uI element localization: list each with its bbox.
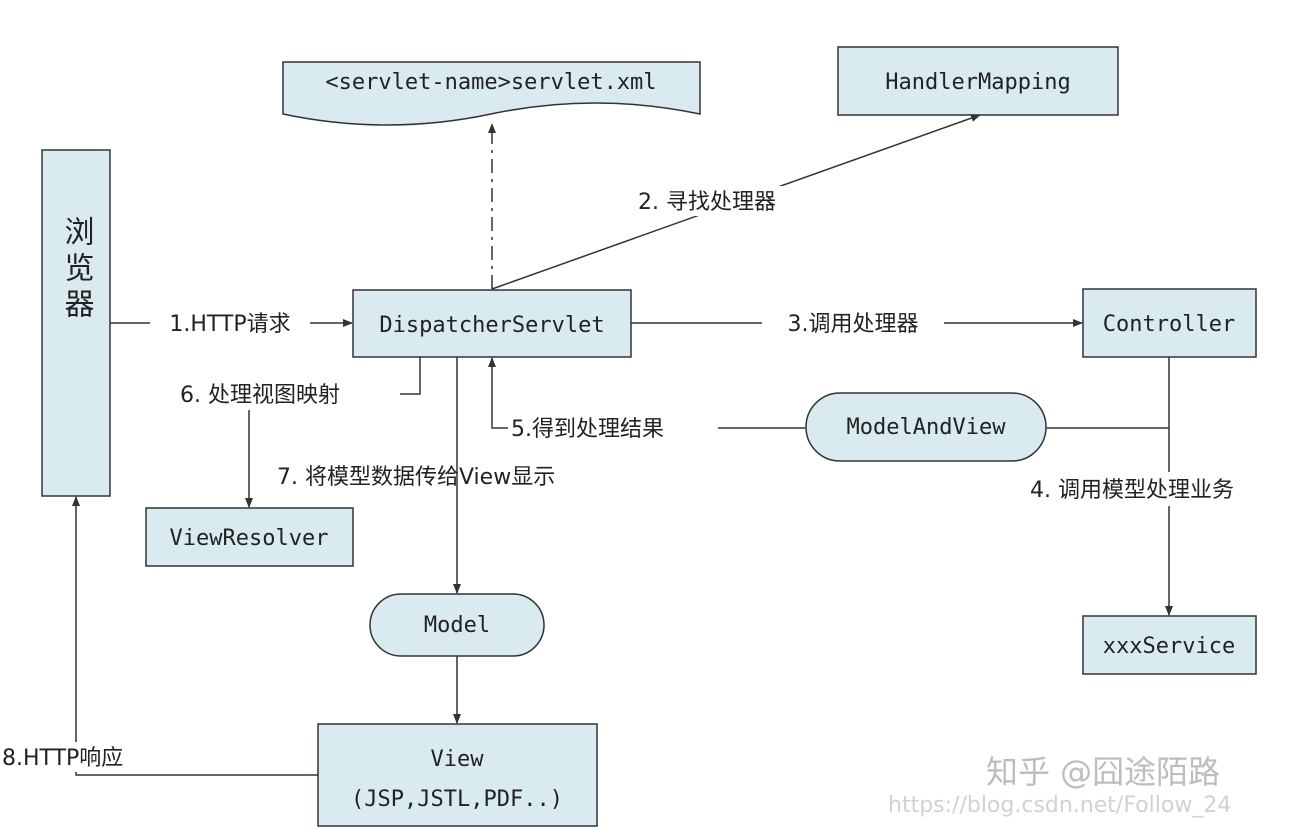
view-label-line2: (JSP,JSTL,PDF..) xyxy=(351,787,563,812)
edge-4-label: 4. 调用模型处理业务 xyxy=(1030,478,1234,503)
edge-7-label: 7. 将模型数据传给View显示 xyxy=(277,465,555,490)
edge-3-invoke-handler: 3.调用处理器 xyxy=(631,308,1083,338)
controller-node: Controller xyxy=(1082,288,1257,358)
handler-mapping-label: HandlerMapping xyxy=(885,70,1070,95)
edge-2-label: 2. 寻找处理器 xyxy=(638,190,776,215)
service-node: xxxService xyxy=(1082,615,1257,675)
model-and-view-node: ModelAndView xyxy=(805,392,1047,462)
model-node: Model xyxy=(369,593,545,657)
edge-5-get-result: 5.得到处理结果 xyxy=(488,357,806,443)
view-resolver-label: ViewResolver xyxy=(170,526,329,551)
dispatcher-servlet-node: DispatcherServlet xyxy=(352,289,632,358)
edge-8-http-response: 8.HTTP响应 xyxy=(0,496,318,776)
config-file-node: <servlet-name>servlet.xml xyxy=(282,61,701,126)
dispatcher-servlet-label: DispatcherServlet xyxy=(379,313,604,338)
view-node: View (JSP,JSTL,PDF..) xyxy=(317,723,598,827)
edge-1-label: 1.HTTP请求 xyxy=(169,312,290,337)
edge-6-view-mapping: 6. 处理视图映射 xyxy=(176,357,421,508)
edge-1-http-request: 1.HTTP请求 xyxy=(110,308,353,338)
watermark-url: https://blog.csdn.net/Follow_24 xyxy=(888,793,1231,818)
watermark-brand: 知乎 @囧途陌路 xyxy=(986,753,1220,791)
edge-6-label: 6. 处理视图映射 xyxy=(180,383,340,408)
edge-7-model-to-view: 7. 将模型数据传给View显示 xyxy=(277,357,555,594)
service-label: xxxService xyxy=(1103,634,1235,659)
browser-label: 浏览器 xyxy=(59,216,95,324)
view-resolver-node: ViewResolver xyxy=(145,507,354,567)
edge-5-label: 5.得到处理结果 xyxy=(511,417,664,442)
edge-3-label: 3.调用处理器 xyxy=(788,312,919,337)
controller-label: Controller xyxy=(1103,312,1235,337)
edge-4-call-service: 4. 调用模型处理业务 xyxy=(1026,357,1312,616)
edge-2-find-handler: 2. 寻找处理器 xyxy=(491,114,981,290)
browser-node: 浏览器 xyxy=(41,149,111,497)
model-and-view-label: ModelAndView xyxy=(847,415,1007,440)
view-label-line1: View xyxy=(431,747,485,772)
edge-8-label: 8.HTTP响应 xyxy=(2,746,123,771)
watermark: 知乎 @囧途陌路 https://blog.csdn.net/Follow_24 xyxy=(888,753,1231,818)
model-label: Model xyxy=(424,613,490,638)
handler-mapping-node: HandlerMapping xyxy=(837,46,1119,116)
config-file-label: <servlet-name>servlet.xml xyxy=(325,70,656,95)
